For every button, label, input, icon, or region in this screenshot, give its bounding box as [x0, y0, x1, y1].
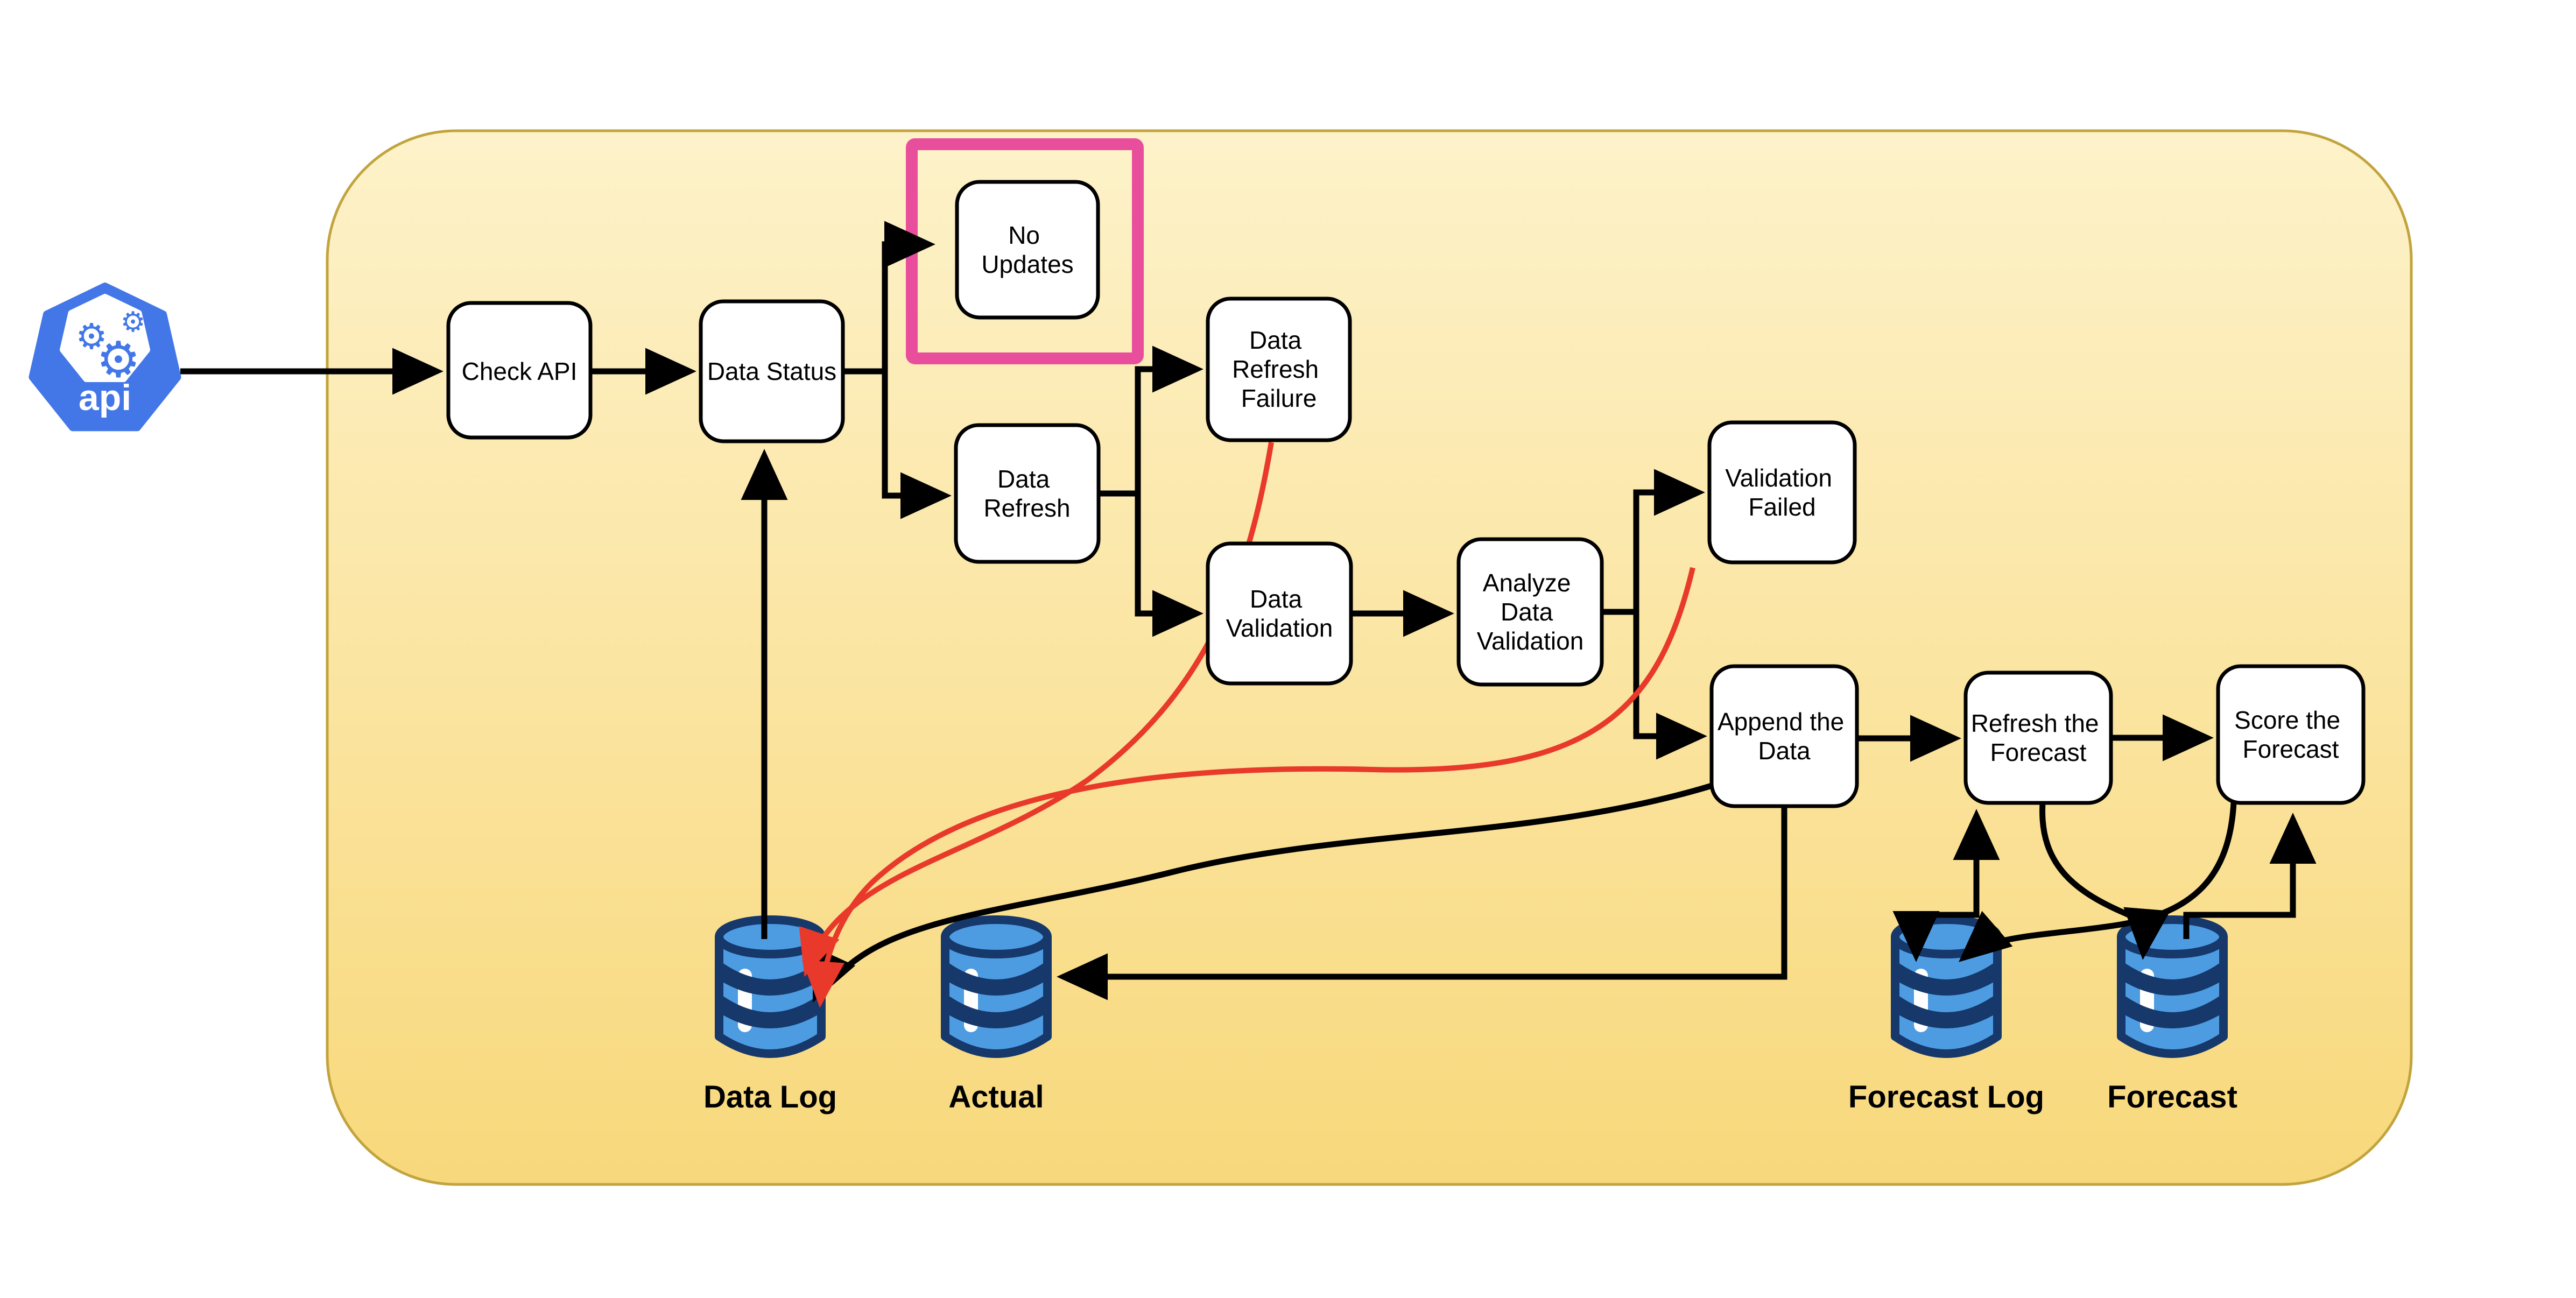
cylinder-band [2116, 996, 2228, 1028]
gear-icon: ⚙ [75, 316, 107, 357]
edge-forecast-to-score-forecast [2183, 813, 2317, 939]
database-label: Data Log [703, 1080, 837, 1114]
node-label: Data Status [707, 357, 836, 385]
edge-data-status-to-data-refresh [882, 371, 952, 519]
svg-text:Append the Data: Append the Data [1718, 708, 1851, 765]
edge-append-the-data-to-actual [1057, 806, 1787, 1000]
svg-text:Data Validation: Data Validation [1226, 585, 1333, 642]
node-label: Data [997, 465, 1050, 493]
database-label: Actual [948, 1080, 1044, 1114]
node-label: Failed [1748, 493, 1815, 521]
node-refresh-the-forecast[interactable]: Refresh the Forecast [1963, 671, 2113, 805]
node-label: Forecast [2243, 735, 2339, 763]
node-label: Data [1758, 737, 1811, 765]
gear-icon: ⚙ [96, 331, 140, 389]
api-gears-backplate [60, 294, 150, 382]
pipeline-container [326, 129, 2413, 1186]
edge-analyze-to-append-the-data [1633, 612, 1707, 760]
node-label: Data [1501, 598, 1553, 626]
node-score-the-forecast[interactable]: Score the Forecast [2216, 664, 2366, 805]
edge-refresh-forecast-forecast-log-bidirectional [1892, 809, 2000, 962]
node-label: Refresh [1232, 355, 1319, 383]
svg-text:Validation Failed: Validation Failed [1725, 464, 1839, 521]
node-label: Forecast [1990, 738, 2087, 766]
edge-data-refresh-to-data-validation [1135, 493, 1203, 637]
cylinder-band [940, 996, 1052, 1028]
edge-score-forecast-to-forecast-log [1959, 802, 2237, 962]
node-label: No [1008, 221, 1040, 249]
node-label: Append the [1718, 708, 1844, 736]
node-label: Score the [2234, 706, 2340, 734]
node-label: Analyze [1483, 569, 1571, 597]
edge-validation-failed-to-data-log [802, 567, 1695, 1008]
edge-data-refresh-to-data-refresh-failure [1099, 345, 1203, 497]
database-forecast[interactable]: Forecast [2107, 915, 2237, 1114]
database-cylinder-top [2117, 915, 2228, 958]
database-cylinder-top [715, 915, 826, 958]
node-analyze-data-validation[interactable]: Analyze Data Validation [1456, 537, 1604, 687]
edge-refresh-forecast-to-forecast [2039, 802, 2171, 960]
node-data-refresh-failure[interactable]: Data Refresh Failure [1206, 297, 1352, 442]
node-label: Validation [1226, 614, 1333, 642]
svg-text:Data Status: Data Status [707, 357, 836, 385]
node-check-api[interactable]: Check API [446, 301, 593, 440]
svg-text:Analyze Data Valid: Analyze Data Validation [1477, 569, 1584, 655]
node-data-status[interactable]: Data Status [699, 299, 845, 443]
cylinder-band [1890, 996, 2002, 1028]
node-label: Refresh [983, 494, 1070, 522]
node-label: Validation [1477, 627, 1584, 655]
cylinder-band [714, 996, 826, 1028]
node-label: Data [1250, 585, 1303, 613]
node-data-refresh[interactable]: Data Refresh [954, 423, 1101, 564]
node-label: Updates [981, 250, 1073, 278]
edge-analyze-to-validation-failed [1602, 469, 1705, 615]
node-append-the-data[interactable]: Append the Data [1709, 664, 1859, 808]
node-data-validation[interactable]: Data Validation [1206, 541, 1353, 686]
node-validation-failed[interactable]: Validation Failed [1707, 420, 1857, 565]
node-label: Refresh the [1971, 709, 2099, 737]
database-data-log[interactable]: Data Log [703, 915, 837, 1114]
svg-text:Data Refresh Failu: Data Refresh Failure [1232, 326, 1326, 412]
node-label: Failure [1241, 384, 1317, 412]
api-icon[interactable]: ⚙ ⚙ ⚙ api [29, 283, 181, 432]
svg-text:Score the Forecast: Score the Forecast [2234, 706, 2347, 763]
node-label: Data [1249, 326, 1302, 354]
cylinder-band [2116, 963, 2228, 996]
database-label: Forecast Log [1848, 1080, 2044, 1114]
svg-text:Data Refresh: Data Refresh [983, 465, 1070, 522]
database-label: Forecast [2107, 1080, 2237, 1114]
api-icon-label: api [79, 377, 131, 418]
database-actual[interactable]: Actual [940, 915, 1052, 1114]
svg-text:Check API: Check API [462, 357, 578, 385]
edge-append-the-data-to-data-log [812, 782, 1713, 1003]
cylinder-band [1890, 963, 2002, 996]
database-cylinder-top [941, 915, 1052, 958]
svg-text:No Updates: No Updates [981, 221, 1073, 278]
node-label: Validation [1725, 464, 1832, 492]
svg-text:Refresh the Forecast: Refresh the Forecast [1971, 709, 2106, 766]
edge-data-status-to-no-updates [843, 221, 935, 375]
node-no-updates[interactable]: No Updates [955, 180, 1100, 320]
gear-icon: ⚙ [121, 306, 146, 338]
cylinder-band [940, 963, 1052, 996]
node-label: Check API [462, 357, 578, 385]
